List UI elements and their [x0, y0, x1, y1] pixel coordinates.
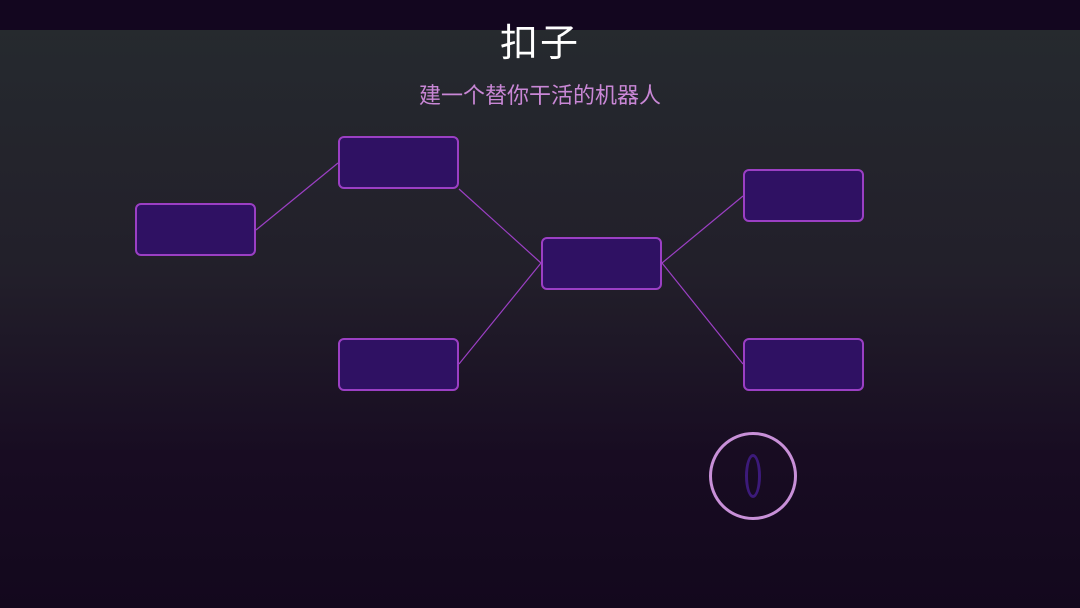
workflow-node-label — [340, 138, 457, 187]
workflow-node-label — [543, 239, 660, 288]
workflow-node-label — [745, 171, 862, 220]
edge-node2-node4 — [458, 188, 542, 264]
workflow-node-6[interactable] — [743, 338, 864, 391]
edge-node4-node5 — [661, 195, 744, 264]
workflow-node-label — [137, 205, 254, 254]
loading-spinner-icon — [709, 432, 797, 520]
workflow-node-label — [745, 340, 862, 389]
workflow-node-1[interactable] — [135, 203, 256, 256]
workflow-node-3[interactable] — [338, 338, 459, 391]
loading-spinner-core-icon — [745, 454, 761, 498]
app-subtitle: 建一个替你干活的机器人 — [418, 84, 661, 109]
edge-node1-node2 — [255, 162, 339, 231]
workflow-node-4[interactable] — [541, 237, 662, 290]
app-title: 扣子 — [499, 21, 580, 65]
top-bar — [0, 0, 1080, 30]
workflow-node-2[interactable] — [338, 136, 459, 189]
edge-node3-node4 — [458, 262, 542, 365]
workflow-node-5[interactable] — [743, 169, 864, 222]
workflow-node-label — [340, 340, 457, 389]
edge-node4-node6 — [661, 262, 744, 365]
